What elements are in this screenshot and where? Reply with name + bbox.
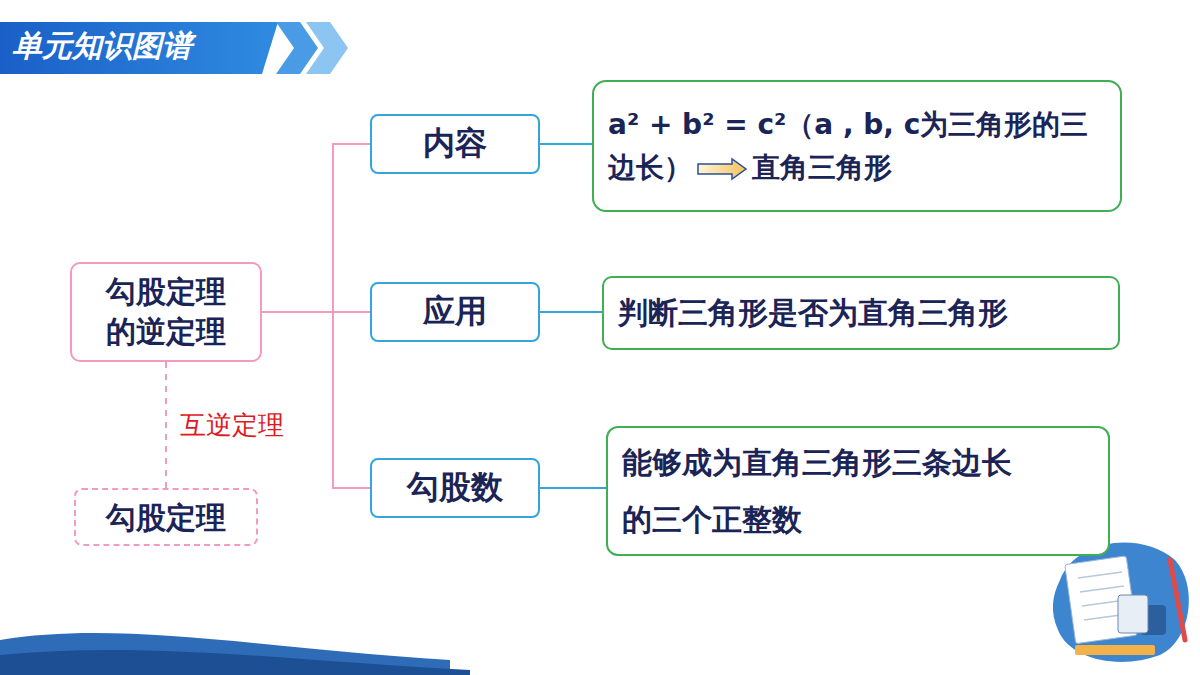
connector xyxy=(262,312,370,488)
implication-arrow xyxy=(696,157,748,181)
banner-chevron xyxy=(306,22,348,74)
node-text: 勾股定理的逆定理 xyxy=(102,272,230,353)
node-text: 勾股定理 xyxy=(86,498,246,537)
content-box: a² + b² = c²（a , b, c为三角形的三边长）直角三角形 xyxy=(592,80,1122,212)
main-theorem-box: 勾股定理的逆定理 xyxy=(70,262,262,362)
connector xyxy=(262,144,370,312)
content-box: 判断三角形是否为直角三角形 xyxy=(602,276,1120,350)
node-text: 直角三角形 xyxy=(752,151,892,184)
node-text: 应用 xyxy=(382,291,528,333)
node-text: 勾股数 xyxy=(382,467,528,509)
node-text: 判断三角形是否为直角三角形 xyxy=(618,292,1104,334)
category-box: 应用 xyxy=(370,282,540,342)
node-text: 能够成为直角三角形三条边长的三个正整数 xyxy=(622,434,1018,548)
study-illustration xyxy=(1053,543,1189,662)
category-box: 内容 xyxy=(370,114,540,174)
related-theorem-box: 勾股定理 xyxy=(74,488,258,546)
connector xyxy=(540,487,606,489)
bottom-wave xyxy=(0,650,470,675)
category-box: 勾股数 xyxy=(370,458,540,518)
connector xyxy=(540,143,592,145)
title-banner xyxy=(0,22,278,74)
connector xyxy=(540,311,602,313)
content-box: 能够成为直角三角形三条边长的三个正整数 xyxy=(606,426,1110,556)
connector xyxy=(165,362,167,488)
node-text: 内容 xyxy=(382,123,528,165)
edge-label: 互逆定理 xyxy=(178,408,286,443)
page-title: 单元知识图谱 xyxy=(12,24,192,68)
